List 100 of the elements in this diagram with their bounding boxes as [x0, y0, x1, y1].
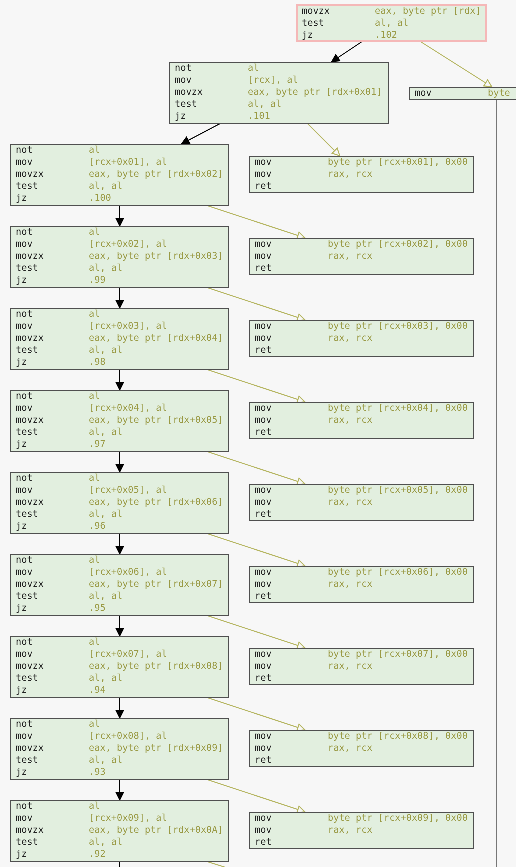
instruction-mnemonic: ret [255, 345, 273, 357]
instruction-mnemonic: jz [16, 685, 28, 697]
instruction-operands: .94 [89, 685, 107, 697]
instruction-mnemonic: test [16, 673, 40, 685]
instruction-mnemonic: movzx [16, 415, 45, 427]
code-block [10, 636, 229, 698]
instruction-operands: eax, byte ptr [rdx+0x02] [89, 169, 224, 181]
instruction-operands: rax, rcx [328, 579, 374, 591]
code-block [10, 472, 229, 534]
instruction-mnemonic: test [16, 837, 40, 849]
instruction-mnemonic: mov [255, 731, 273, 743]
instruction-mnemonic: mov [255, 579, 273, 591]
instruction-mnemonic: not [16, 145, 34, 157]
instruction-mnemonic: test [16, 591, 40, 603]
instruction-operands: [rcx], al [248, 75, 300, 87]
instruction-operands: rax, rcx [328, 497, 374, 509]
instruction-mnemonic: not [16, 227, 34, 239]
instruction-mnemonic: ret [255, 509, 273, 521]
instruction-mnemonic: jz [16, 767, 28, 779]
arrow [116, 452, 124, 473]
instruction-mnemonic: mov [415, 88, 433, 100]
instruction-operands: eax, byte ptr [rdx+0x09] [89, 743, 224, 755]
instruction-mnemonic: test [16, 427, 40, 439]
instruction-mnemonic: mov [16, 239, 34, 251]
instruction-mnemonic: mov [255, 661, 273, 673]
code-block [249, 812, 474, 849]
instruction-operands: al, al [89, 181, 124, 193]
instruction-operands: .95 [89, 603, 107, 615]
instruction-operands: al, al [89, 345, 124, 357]
arrow [116, 698, 124, 719]
instruction-mnemonic: not [16, 719, 34, 731]
instruction-mnemonic: mov [16, 567, 34, 579]
arrow [116, 780, 124, 801]
code-block [10, 800, 229, 862]
instruction-operands: al, al [248, 99, 283, 111]
instruction-mnemonic: mov [255, 649, 273, 661]
instruction-operands: .93 [89, 767, 107, 779]
instruction-operands: [rcx+0x02], al [89, 239, 168, 251]
instruction-mnemonic: jz [16, 521, 28, 533]
instruction-mnemonic: jz [16, 849, 28, 861]
code-block [249, 566, 474, 603]
instruction-operands: .98 [89, 357, 107, 369]
instruction-operands: rax, rcx [328, 333, 374, 345]
instruction-mnemonic: mov [255, 813, 273, 825]
instruction-mnemonic: not [175, 63, 193, 75]
instruction-mnemonic: ret [255, 181, 273, 193]
instruction-mnemonic: mov [16, 157, 34, 169]
instruction-mnemonic: mov [255, 333, 273, 345]
instruction-operands: al [248, 63, 260, 75]
instruction-operands: [rcx+0x09], al [89, 813, 168, 825]
code-block [409, 87, 516, 100]
instruction-operands: .102 [375, 30, 398, 42]
instruction-mnemonic: mov [255, 251, 273, 263]
instruction-operands: eax, byte ptr [rdx+0x04] [89, 333, 224, 345]
instruction-operands: byte ptr [rcx+0x01], 0x00 [328, 157, 469, 169]
arrow [208, 698, 306, 732]
instruction-operands: byte ptr [rcx+0x03], 0x00 [328, 321, 469, 333]
instruction-operands: [rcx+0x08], al [89, 731, 168, 743]
instruction-mnemonic: mov [255, 497, 273, 509]
instruction-mnemonic: test [16, 755, 40, 767]
arrow [208, 206, 306, 240]
instruction-mnemonic: jz [16, 357, 28, 369]
code-block [10, 308, 229, 370]
instruction-operands: al [89, 309, 102, 321]
instruction-operands: eax, byte ptr [rdx+0x05] [89, 415, 224, 427]
code-block [296, 4, 487, 42]
instruction-mnemonic: movzx [16, 743, 45, 755]
instruction-mnemonic: not [16, 391, 34, 403]
instruction-mnemonic: mov [255, 169, 273, 181]
instruction-operands: al, al [89, 673, 124, 685]
instruction-mnemonic: mov [255, 485, 273, 497]
instruction-operands: al [89, 801, 102, 813]
instruction-operands: al, al [89, 837, 124, 849]
instruction-operands: byte ptr [rcx+0x08], 0x00 [328, 731, 469, 743]
instruction-mnemonic: mov [255, 403, 273, 415]
code-block [249, 156, 474, 193]
instruction-mnemonic: movzx [16, 661, 45, 673]
code-block [249, 648, 474, 685]
instruction-operands: rax, rcx [328, 415, 374, 427]
instruction-mnemonic: movzx [16, 251, 45, 263]
instruction-mnemonic: jz [175, 111, 188, 123]
instruction-operands: al, al [89, 509, 124, 521]
arrow [116, 534, 124, 555]
instruction-mnemonic: not [16, 473, 34, 485]
instruction-mnemonic: mov [175, 75, 193, 87]
instruction-operands: .99 [89, 275, 107, 287]
instruction-operands: [rcx+0x06], al [89, 567, 168, 579]
instruction-mnemonic: mov [255, 567, 273, 579]
instruction-mnemonic: mov [255, 825, 273, 837]
instruction-mnemonic: mov [255, 239, 273, 251]
instruction-operands: al [89, 637, 102, 649]
arrow [116, 288, 124, 309]
arrow [420, 42, 493, 88]
instruction-mnemonic: test [175, 99, 198, 111]
arrow [208, 452, 306, 486]
instruction-operands: byte ptr [rcx+0x02], 0x00 [328, 239, 469, 251]
arrow [116, 616, 124, 637]
instruction-operands: rax, rcx [328, 251, 374, 263]
instruction-mnemonic: movzx [16, 333, 45, 345]
code-block [249, 238, 474, 275]
